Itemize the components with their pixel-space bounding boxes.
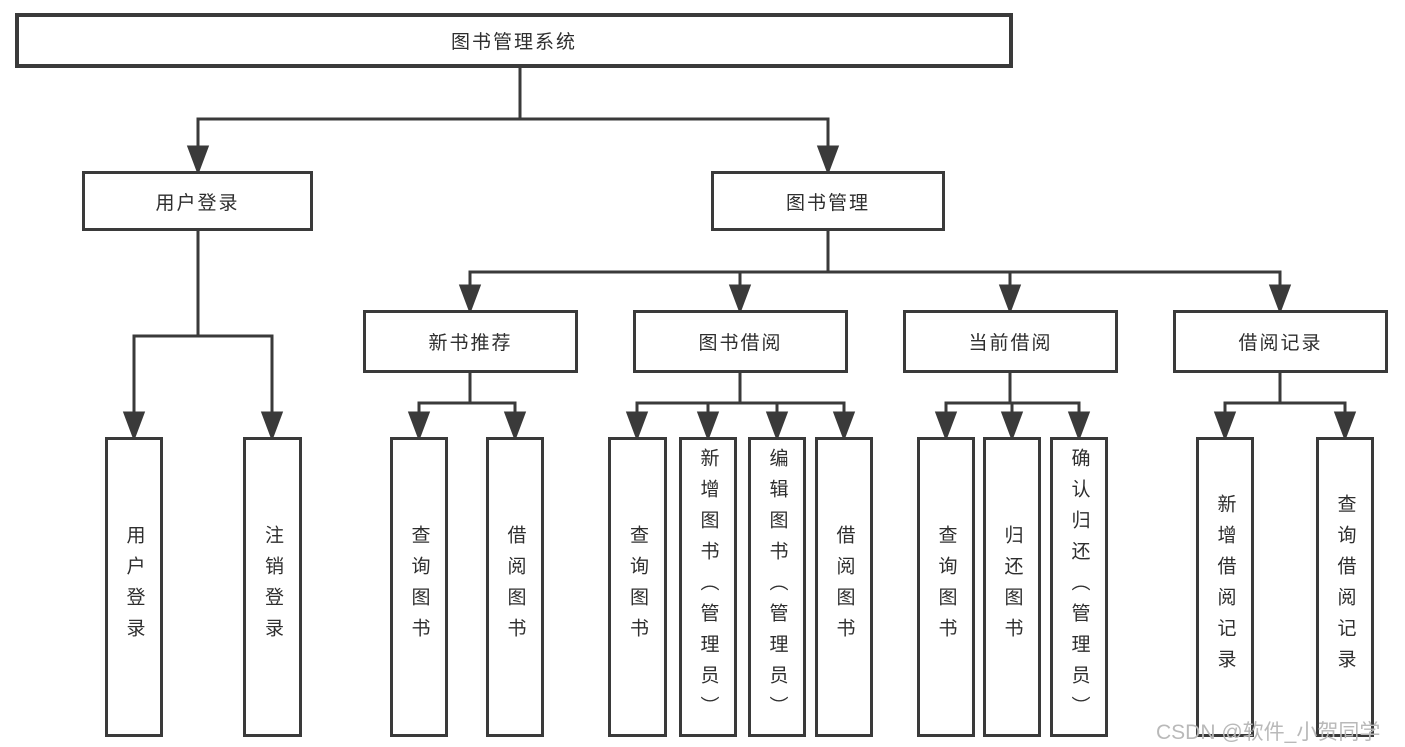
leaf-user-login: 用户登录 (105, 437, 163, 737)
node-current-borrowing: 当前借阅 (903, 310, 1118, 373)
leaf-query-books-recommend: 查询图书 (390, 437, 448, 737)
leaf-edit-book-admin: 编辑图书（管理员） (748, 437, 806, 737)
leaf-query-books-current: 查询图书 (917, 437, 975, 737)
csdn-watermark: CSDN @软件_小贺同学 (1156, 721, 1381, 744)
leaf-add-book-admin: 新增图书（管理员） (679, 437, 737, 737)
node-new-book-recommendation: 新书推荐 (363, 310, 578, 373)
leaf-confirm-return-admin: 确认归还（管理员） (1050, 437, 1108, 737)
leaf-borrow-books-recommend: 借阅图书 (486, 437, 544, 737)
leaf-add-borrow-record: 新增借阅记录 (1196, 437, 1254, 737)
leaf-return-books: 归还图书 (983, 437, 1041, 737)
leaf-query-books-borrowing: 查询图书 (608, 437, 667, 737)
leaf-logout: 注销登录 (243, 437, 302, 737)
leaf-borrow-books-borrowing: 借阅图书 (815, 437, 873, 737)
node-library-management-system: 图书管理系统 (15, 13, 1013, 68)
leaf-query-borrow-record: 查询借阅记录 (1316, 437, 1374, 737)
node-borrowing-records: 借阅记录 (1173, 310, 1388, 373)
node-book-management: 图书管理 (711, 171, 945, 231)
node-book-borrowing: 图书借阅 (633, 310, 848, 373)
node-user-login-branch: 用户登录 (82, 171, 313, 231)
